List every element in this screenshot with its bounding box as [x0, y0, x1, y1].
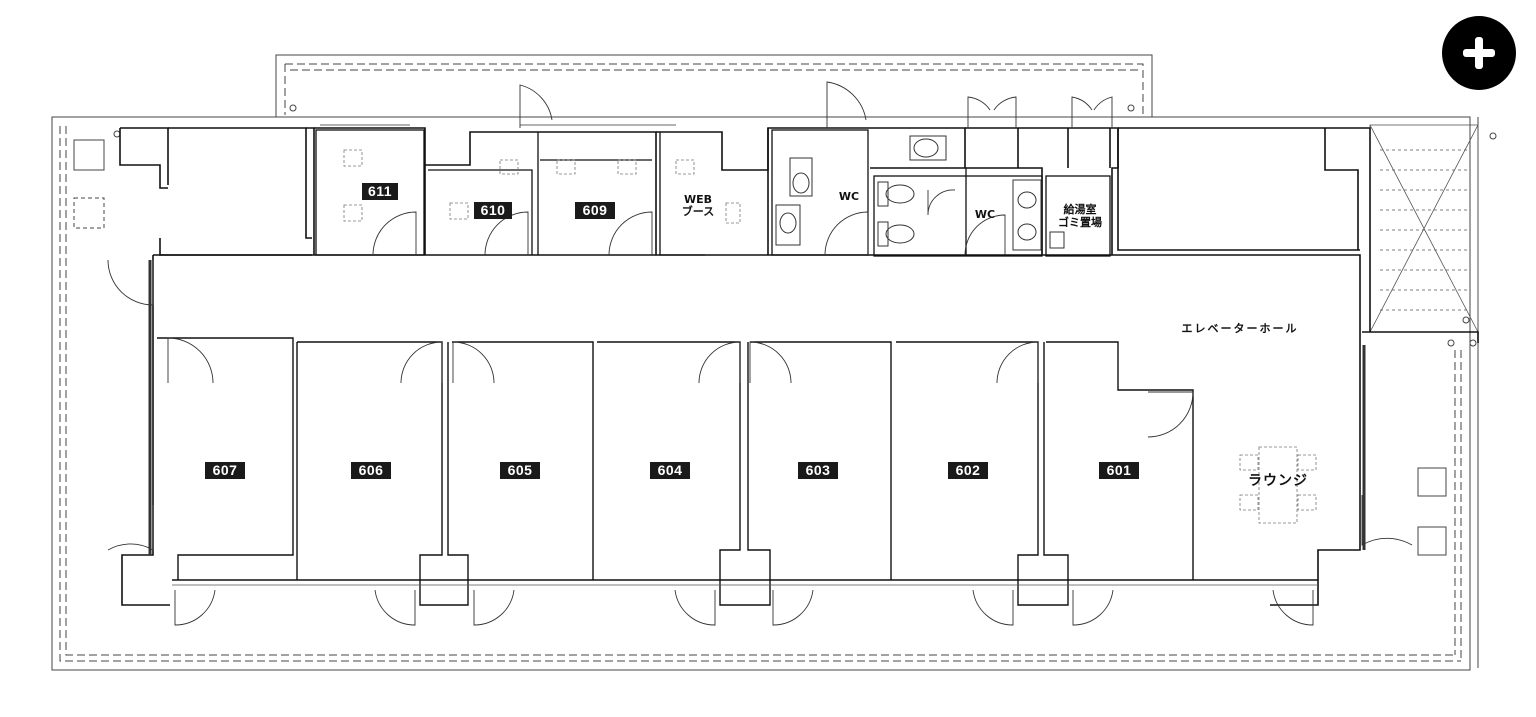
room-tag-601: 601	[1099, 462, 1139, 479]
room-tag-604: 604	[650, 462, 690, 479]
room-tag-603: 603	[798, 462, 838, 479]
outdoor-units	[73, 139, 1447, 556]
room-tag-605: 605	[500, 462, 540, 479]
wc-label-right: WC	[974, 208, 996, 221]
room-tag-610: 610	[474, 202, 512, 219]
room-tag-611: 611	[362, 183, 398, 200]
upper-rooms	[315, 129, 1111, 257]
plus-icon[interactable]	[1442, 16, 1516, 90]
room-tag-602: 602	[948, 462, 988, 479]
lounge-label: ラウンジ	[1248, 473, 1308, 489]
room-tag-609: 609	[575, 202, 615, 219]
elevator-hall-label: エレベーターホール	[1181, 322, 1299, 335]
balcony-outline	[51, 54, 1497, 671]
pantry-label: 給湯室 ゴミ置場	[1058, 203, 1102, 229]
room-tag-606: 606	[351, 462, 391, 479]
office-rooms	[157, 337, 1318, 606]
furniture	[343, 149, 1317, 524]
emergency-stair	[1369, 124, 1479, 333]
room-tag-607: 607	[205, 462, 245, 479]
door-swings	[107, 81, 1413, 626]
sanitary-fixtures	[775, 135, 1065, 251]
window-lines	[148, 124, 1366, 555]
wc-label-left: WC	[838, 190, 860, 203]
building-walls	[119, 127, 1479, 606]
web-booth-label: WEB ブース	[681, 193, 715, 218]
